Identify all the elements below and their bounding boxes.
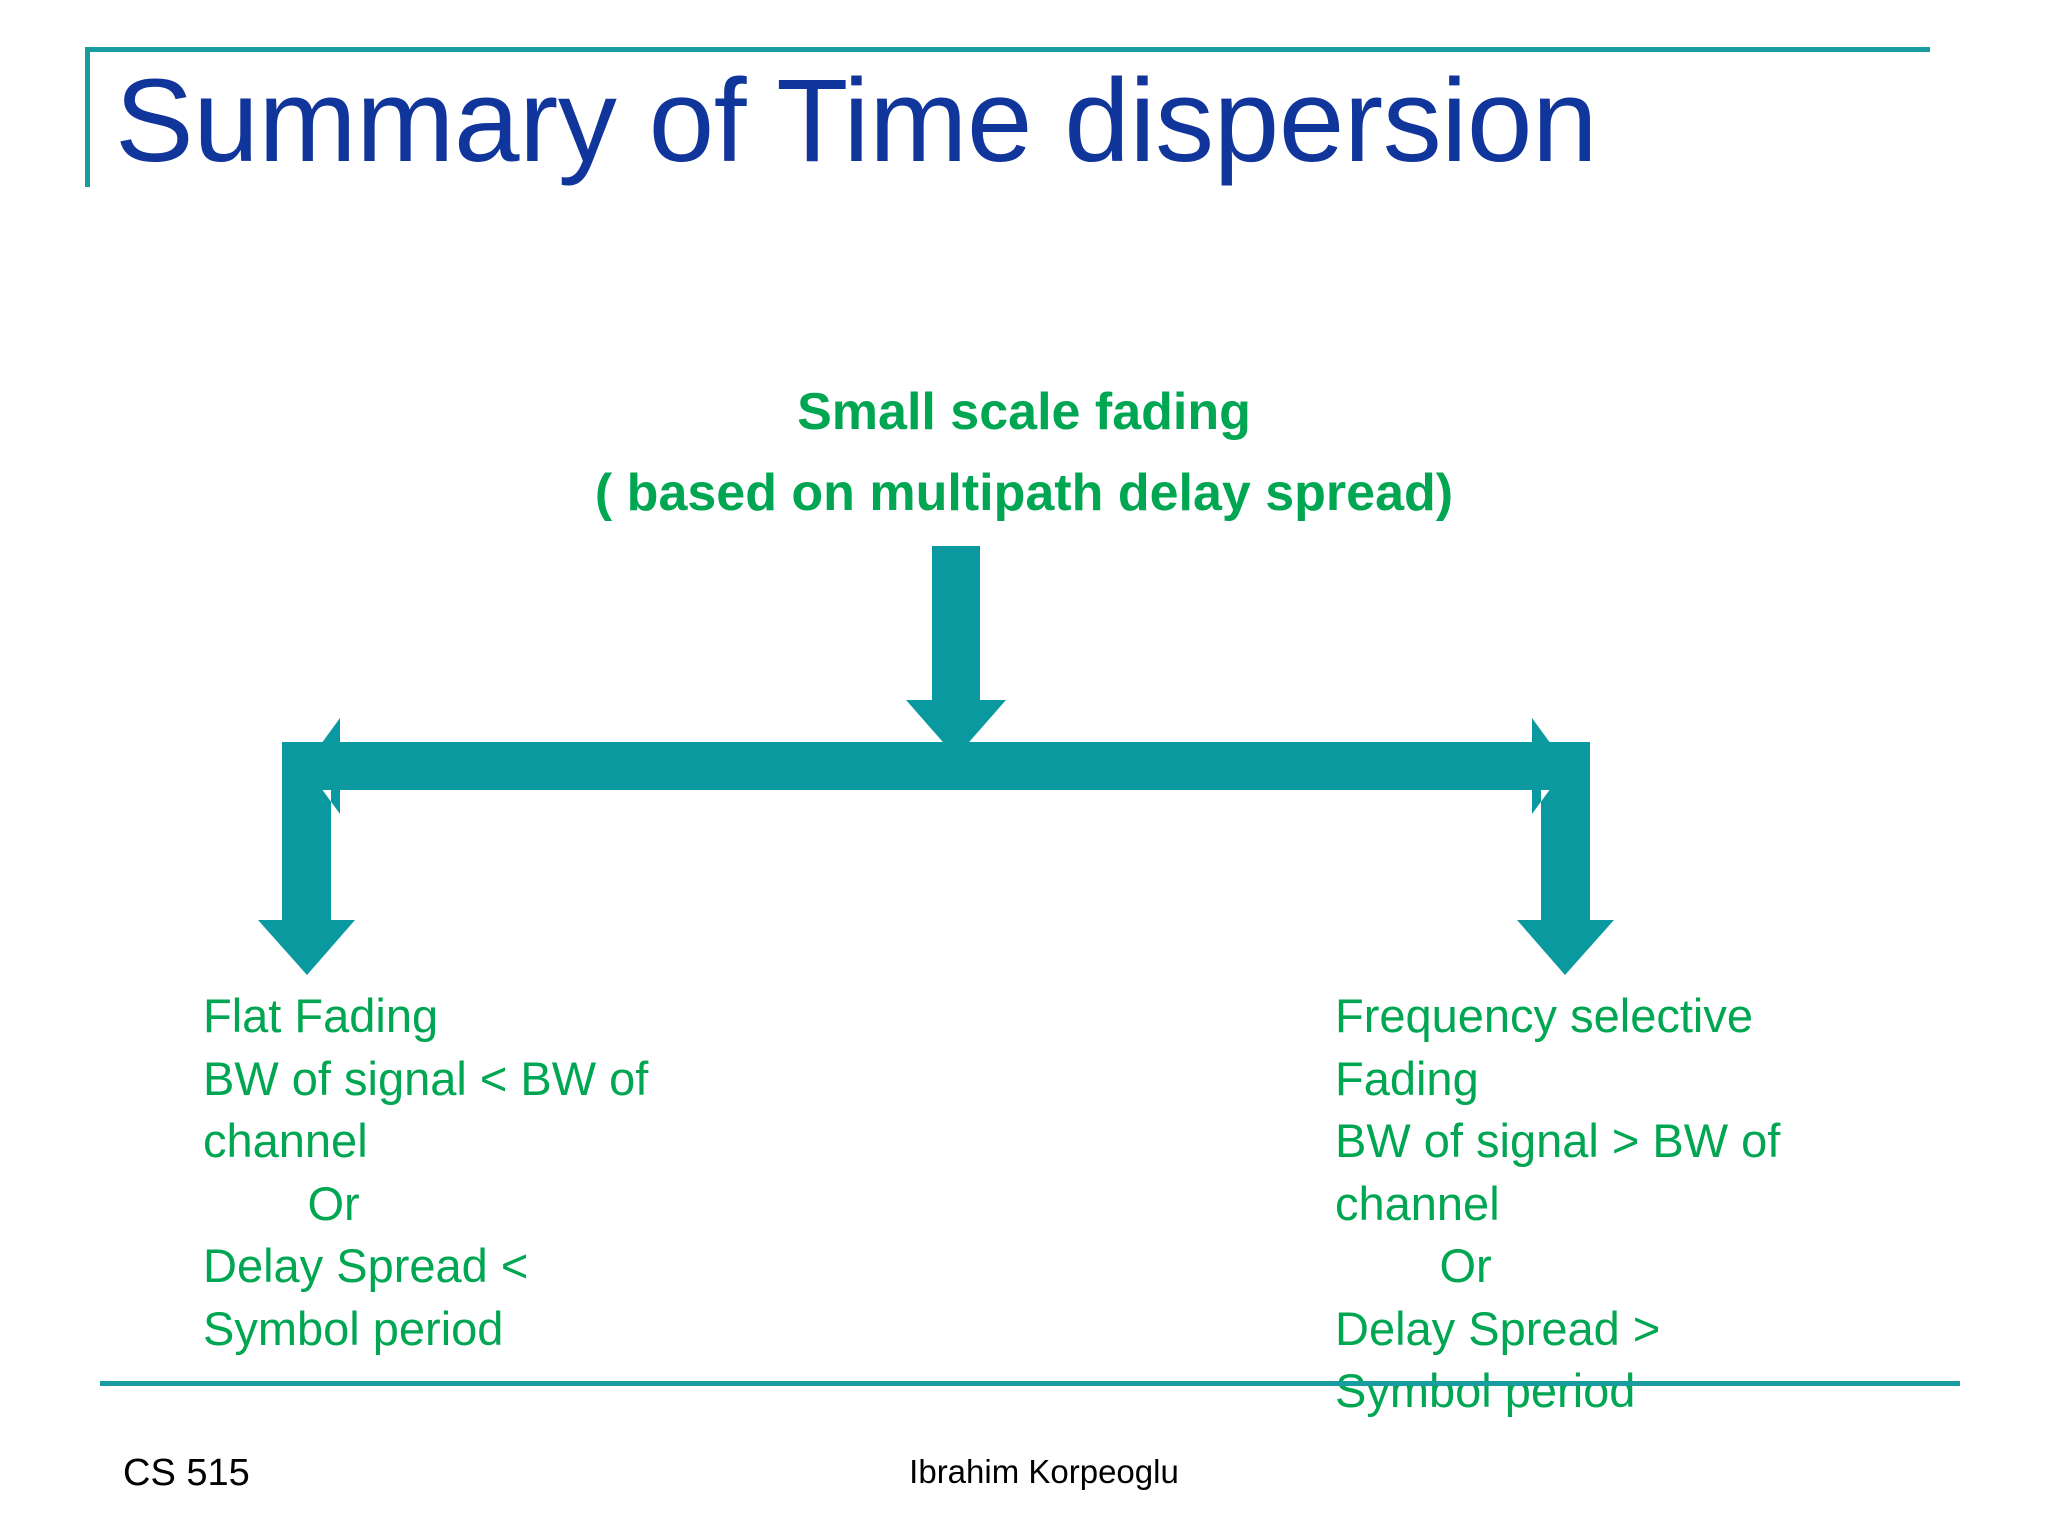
heading-line-2: ( based on multipath delay spread) (594, 463, 1454, 522)
horizontal-connector-bar (282, 742, 1590, 790)
left-accent-rule (85, 47, 90, 187)
branch-left-text: Flat Fading BW of signal < BW of channel… (203, 989, 649, 1355)
heading-line-1: Small scale fading (797, 383, 1251, 441)
page-title: Summary of Time dispersion (115, 55, 1598, 187)
center-down-arrow-icon (906, 546, 1006, 757)
left-elbow-arrow-icon (258, 718, 355, 975)
right-elbow-arrow-icon (1517, 718, 1614, 975)
footer-author-label: Ibrahim Korpeoglu (909, 1453, 1179, 1490)
footer-course-label: CS 515 (123, 1452, 250, 1494)
bottom-accent-rule (100, 1381, 1960, 1386)
top-accent-rule (85, 47, 1930, 52)
branch-right-text: Frequency selective Fading BW of signal … (1335, 989, 1781, 1417)
diagram-heading: Small scale fading ( based on multipath … (224, 372, 1824, 533)
